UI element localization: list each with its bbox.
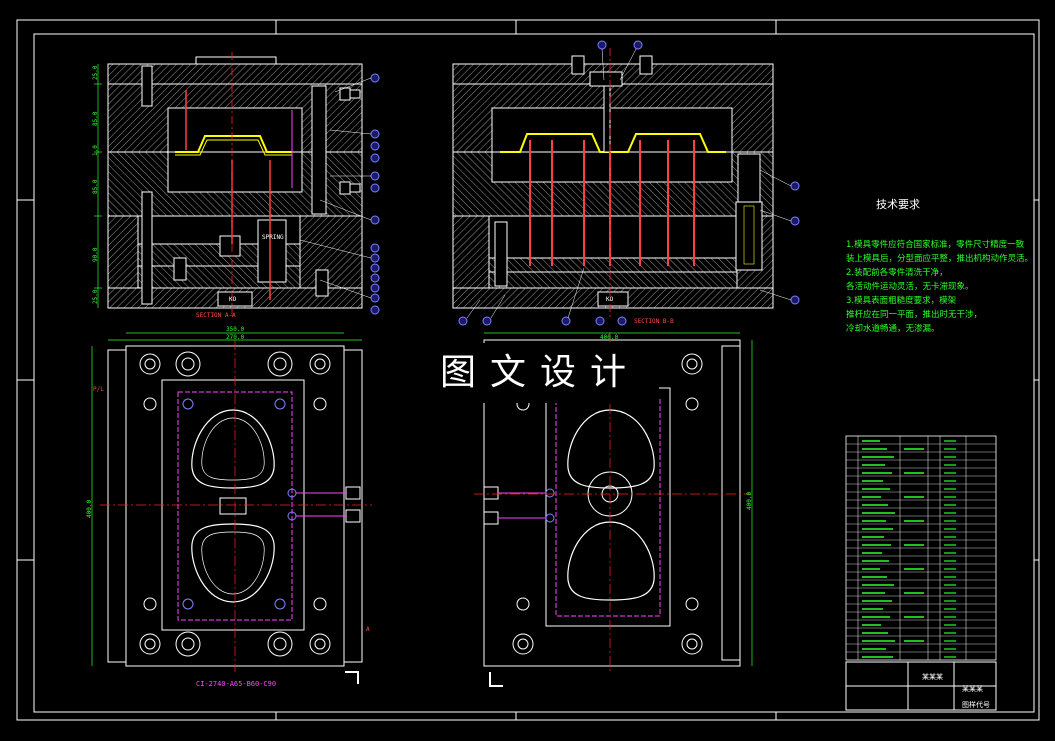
title-drawing: 某某某 (962, 685, 983, 693)
title-part-no: 图样代号 (962, 701, 990, 709)
dim-left-1: 25.0 (92, 65, 99, 80)
section-a-label: SECTION A-A (196, 312, 236, 319)
watermark: 图文设计 (421, 343, 659, 403)
dim-side-plan: 400.0 (86, 499, 93, 518)
plan-callout: CI-2740-A65-B60-C90 (196, 680, 277, 688)
tech-requirement-line-2: 装上模具后，分型面应平整，推出机构动作灵活。 (846, 254, 1034, 264)
dim-top-plan-b: 400.0 (600, 334, 619, 341)
ko-label-a: KO (229, 296, 237, 303)
tech-requirement-line-5: 3.模具表面粗糙度要求，模架 (846, 296, 957, 306)
dim-left-2: 85.0 (92, 111, 99, 126)
parting-line-label: P/L (93, 386, 104, 393)
dim-left-4: 85.0 (92, 179, 99, 194)
inner-frame (33, 33, 1035, 713)
dim-left-6: 25.0 (92, 289, 99, 304)
section-b-label: SECTION B-B (634, 318, 674, 325)
tech-requirement-line-3: 2.装配前各零件清洗干净， (846, 268, 948, 278)
title-block (845, 661, 997, 711)
outer-frame (16, 19, 1040, 721)
tech-requirements-title: 技术要求 (876, 198, 920, 211)
tech-requirement-line-4: 各活动件运动灵活，无卡滞现象。 (846, 282, 974, 292)
tech-requirement-line-7: 冷却水道畅通，无渗漏。 (846, 324, 940, 334)
cut-mark-label: A (366, 626, 370, 633)
dim-top-plan-2: 270.0 (226, 334, 245, 341)
section-a-a (107, 52, 363, 318)
tech-requirement-line-6: 推杆应在同一平面，推出时无干涉， (846, 310, 983, 320)
ko-label-b: KO (606, 296, 614, 303)
dim-side-plan-b: 400.0 (746, 491, 753, 510)
title-company: 某某某 (922, 673, 943, 681)
plan-view-right (474, 332, 750, 687)
spring-label: SPRING (262, 234, 284, 241)
section-b-b (452, 48, 774, 318)
plan-view-left (100, 340, 372, 684)
dim-left-3: 1.0 (92, 145, 99, 156)
bill-of-materials (845, 435, 997, 661)
dim-top-plan-1: 350.0 (226, 326, 245, 333)
dim-left-5: 90.0 (92, 247, 99, 262)
tech-requirement-line-1: 1.模具零件应符合国家标准，零件尺寸精度一致 (846, 240, 1025, 250)
